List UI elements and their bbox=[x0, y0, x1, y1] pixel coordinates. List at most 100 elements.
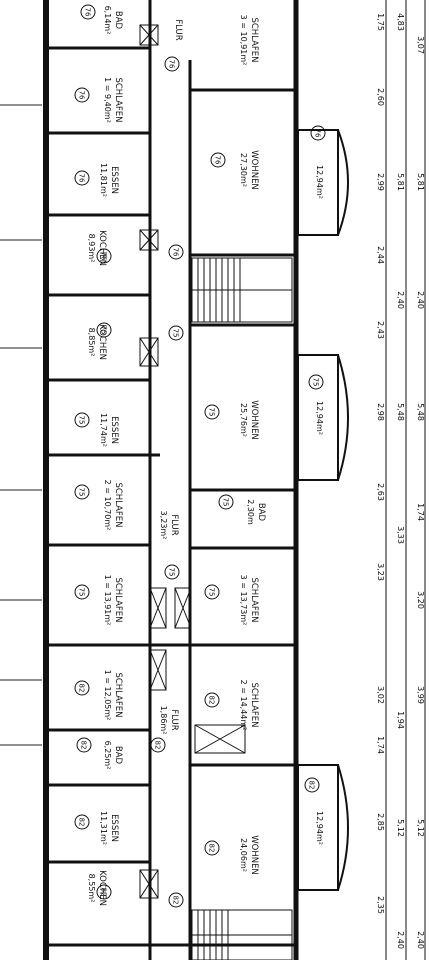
room-name: WOHNEN bbox=[249, 400, 259, 440]
shafts bbox=[139, 24, 246, 899]
dimension-value: 5,48 bbox=[396, 403, 405, 421]
room-flur-top: FLUR bbox=[173, 19, 183, 40]
room-tag: 75 bbox=[208, 588, 216, 597]
stair-bottom bbox=[191, 909, 293, 960]
room-balkon-75: 12,94m² bbox=[315, 401, 324, 435]
room-name: SCHLAFEN bbox=[113, 482, 123, 527]
room-area: 11,81m² bbox=[99, 163, 108, 197]
room-name: SCHLAFEN bbox=[113, 672, 123, 717]
room-name: KOCHEN bbox=[97, 230, 107, 266]
room-tag: 76 bbox=[78, 91, 86, 100]
room-area: 6,25m² bbox=[103, 741, 112, 770]
room-tag: 75 bbox=[78, 416, 86, 425]
room-area: 12,94m² bbox=[315, 811, 324, 845]
room-tag: 76 bbox=[84, 8, 92, 17]
room-balkon-76: 12,94m² bbox=[315, 165, 324, 199]
walls bbox=[43, 0, 299, 960]
dimension-value: 5,12 bbox=[416, 819, 425, 837]
room-name: FLUR bbox=[169, 514, 179, 535]
room-area: 3 = 10,91m² bbox=[239, 15, 248, 66]
dimension-value: 3,02 bbox=[376, 686, 385, 704]
room-area: 11,31m² bbox=[99, 811, 108, 845]
room-name: FLUR bbox=[169, 709, 179, 730]
dimension-value: 2,40 bbox=[396, 931, 405, 949]
room-tag: 75 bbox=[78, 488, 86, 497]
room-name: ESSEN bbox=[109, 814, 119, 842]
room-area: 12,94m² bbox=[315, 401, 324, 435]
room-name: WOHNEN bbox=[249, 835, 259, 875]
room-tag: 76 bbox=[100, 252, 108, 261]
room-area: 8,55m² bbox=[87, 874, 96, 903]
dimension-value: 3,23 bbox=[376, 563, 385, 581]
dimension-value: 2,40 bbox=[416, 291, 425, 309]
room-area: 1,86m² bbox=[159, 706, 168, 735]
dimension-value: 4,83 bbox=[396, 13, 405, 31]
dimension-value: 2,63 bbox=[376, 483, 385, 501]
balconies bbox=[297, 129, 349, 891]
room-name: ESSEN bbox=[109, 416, 119, 444]
room-area: 11,74m² bbox=[99, 413, 108, 447]
room-area: 27,30m² bbox=[239, 153, 248, 187]
dimension-value: 5,81 bbox=[396, 173, 405, 191]
dimension-value: 3,33 bbox=[396, 526, 405, 544]
room-area: 2 = 14,44m² bbox=[239, 680, 248, 731]
dimension-value: 3,07 bbox=[416, 36, 425, 54]
dimension-value: 2,98 bbox=[376, 403, 385, 421]
dimension-labels: 1,752,602,992,442,432,982,633,233,021,74… bbox=[376, 13, 425, 949]
room-area: 1 = 9,40m² bbox=[103, 77, 112, 123]
room-name: SCHLAFEN bbox=[249, 17, 259, 62]
room-name: SCHLAFEN bbox=[113, 77, 123, 122]
room-tag: 82 bbox=[80, 741, 88, 750]
room-balkon-82: 12,94m² bbox=[315, 811, 324, 845]
dimension-value: 2,40 bbox=[416, 931, 425, 949]
dimension-value: 1,94 bbox=[396, 711, 405, 729]
room-area: 8,93m² bbox=[87, 234, 96, 263]
room-area: 3 = 13,73m² bbox=[239, 575, 248, 626]
room-tag: 82 bbox=[100, 888, 108, 897]
room-area: 8,85m² bbox=[87, 328, 96, 357]
dimension-value: 2,99 bbox=[376, 173, 385, 191]
room-tag: 76 bbox=[214, 156, 222, 165]
room-name: SCHLAFEN bbox=[249, 682, 259, 727]
room-tag: 75 bbox=[172, 329, 180, 338]
room-name: BAD bbox=[256, 503, 266, 522]
dimension-value: 5,12 bbox=[396, 819, 405, 837]
dimension-value: 2,85 bbox=[376, 813, 385, 831]
room-tag: 82 bbox=[308, 781, 316, 790]
room-area: 6,14m² bbox=[103, 6, 112, 35]
room-tag: 82 bbox=[78, 684, 86, 693]
room-name: KOCHEN bbox=[97, 870, 107, 906]
room-name: KOCHEN bbox=[97, 324, 107, 360]
dimension-value: 3,99 bbox=[416, 686, 425, 704]
room-tag: 82 bbox=[172, 896, 180, 905]
dimension-value: 5,48 bbox=[416, 403, 425, 421]
room-tag: 82 bbox=[208, 844, 216, 853]
room-tag: 76 bbox=[314, 129, 322, 138]
room-area: 1 = 12,05m² bbox=[103, 670, 112, 721]
dimension-lines bbox=[385, 0, 426, 960]
dimension-value: 1,74 bbox=[416, 503, 425, 521]
room-area: 12,94m² bbox=[315, 165, 324, 199]
room-tag: 76 bbox=[78, 174, 86, 183]
room-name: SCHLAFEN bbox=[113, 577, 123, 622]
room-tag: 82 bbox=[154, 741, 162, 750]
stair-top bbox=[191, 257, 293, 323]
